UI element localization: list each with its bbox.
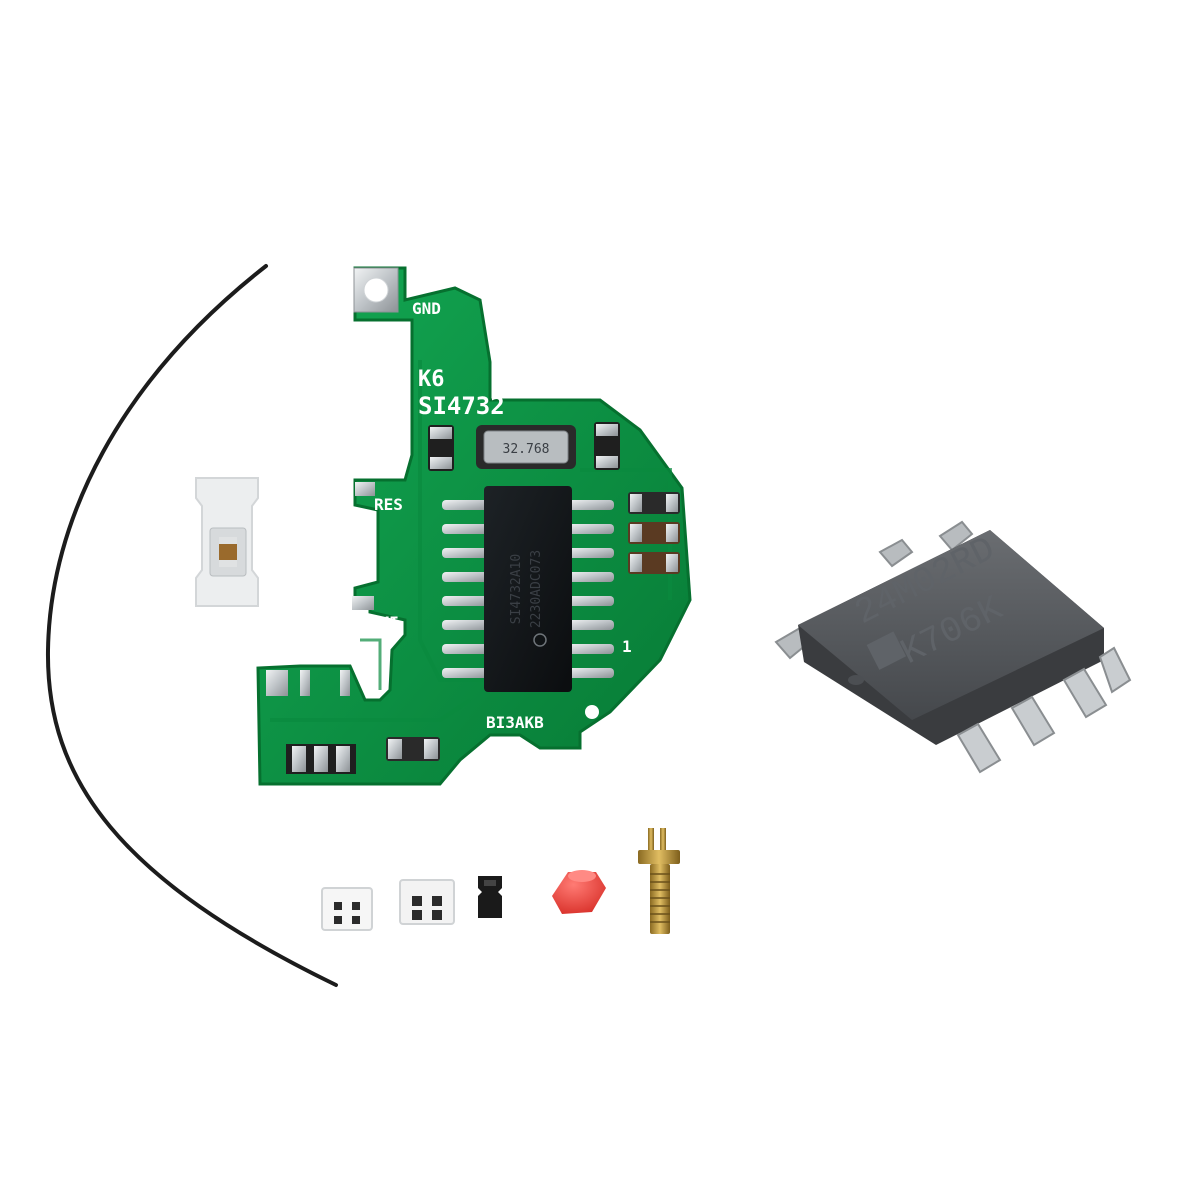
ic-marking-line2: 2230ADC073 — [529, 550, 544, 628]
capacitor — [628, 492, 680, 514]
resistor-pads — [266, 670, 350, 696]
st-logo-mark — [866, 631, 907, 670]
si4732-pcb-board: GND K6 SI4732 RES AMI BI3AKB 1 32.768 — [256, 266, 692, 786]
red-antenna-cap — [552, 870, 606, 914]
sma-connector — [638, 828, 680, 934]
smd-led-white — [321, 887, 373, 931]
black-jumper — [478, 876, 502, 918]
capacitor — [628, 522, 680, 544]
res-label: RES — [374, 495, 403, 514]
capacitor — [628, 552, 680, 574]
res-pad — [355, 482, 375, 496]
capacitor — [428, 425, 454, 471]
ami-label: AMI — [370, 613, 399, 632]
smd-component-in-tape — [195, 477, 259, 607]
antenna-wire — [45, 264, 338, 987]
smd-led-white — [399, 879, 455, 925]
model-label: K6 — [418, 367, 445, 392]
author-label: BI3AKB — [486, 713, 544, 732]
main-ic-pins — [442, 500, 614, 678]
crystal-oscillator: 32.768 — [476, 425, 576, 469]
gnd-label: GND — [412, 299, 441, 318]
ic-marking-line1: SI4732A10 — [509, 554, 524, 624]
capacitor — [386, 737, 440, 761]
resistor-array — [286, 744, 356, 774]
pin1-label: 1 — [622, 637, 632, 656]
ami-pad — [352, 596, 374, 610]
chip-name-label: SI4732 — [418, 392, 505, 420]
si4732-ic: SI4732A10 2230ADC073 — [484, 486, 572, 692]
capacitor — [594, 422, 620, 470]
crystal-marking: 32.768 — [503, 442, 550, 457]
eeprom-chip-24m02: 24M02RD K706K — [774, 520, 1132, 774]
